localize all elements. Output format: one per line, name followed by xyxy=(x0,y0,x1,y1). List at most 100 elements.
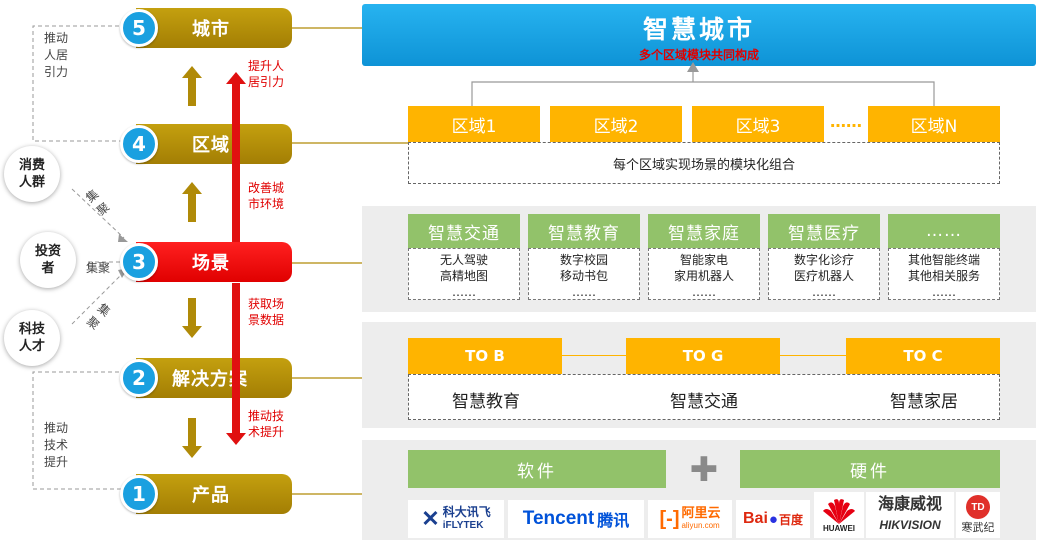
actor-investors: 投资 者 xyxy=(20,232,76,288)
huawei-petal-icon xyxy=(823,498,855,524)
level-scene-bar: 场景 xyxy=(136,242,292,282)
scene-education-item-3: …… xyxy=(572,285,596,299)
baidu-en: Bai xyxy=(743,510,768,527)
level-zone-label: 区域 xyxy=(192,135,230,156)
cambricon-mark-icon: TD xyxy=(966,495,990,519)
aliyun-logo: [-] 阿里云 aliyun.com xyxy=(648,500,732,538)
zone-ellipsis: …… xyxy=(830,112,862,131)
aliyun-mark-icon: [-] xyxy=(659,507,680,530)
cambricon-cn: 寒武纪 xyxy=(961,522,995,534)
tencent-logo: Tencent 腾讯 xyxy=(508,500,644,538)
iflytek-wordmark: 科大讯飞 iFLYTEK xyxy=(443,506,491,532)
plus-icon: ✚ xyxy=(689,450,719,490)
scene-traffic-item-1: 无人驾驶 xyxy=(439,253,488,267)
level-product: 产品 1 xyxy=(120,474,292,514)
level-scene-number: 3 xyxy=(120,243,158,281)
aliyun-cn: 阿里云 xyxy=(681,505,721,520)
zone-1: 区域1 xyxy=(408,106,540,142)
scene-home-items: 智能家电家用机器人 …… xyxy=(648,248,760,300)
arrow-up-2-shaft xyxy=(188,194,196,222)
tencent-en: Tencent xyxy=(522,508,595,529)
scene-education-items: 数字校园移动书包 …… xyxy=(528,248,640,300)
level-solution: 解决方案 2 xyxy=(120,358,292,398)
red-note-attraction: 提升人 居引力 xyxy=(248,59,285,89)
note-push-tech: 推动 技术 提升 xyxy=(44,421,69,469)
level-solution-bar: 解决方案 xyxy=(136,358,292,398)
scene-medical-items: 数字化诊疗医疗机器人 …… xyxy=(768,248,880,300)
scene-home-item-2: 家用机器人 xyxy=(673,269,734,283)
smart-city-banner: 智慧城市 多个区域模块共同构成 xyxy=(362,4,1036,66)
tencent-cn: 腾讯 xyxy=(597,513,630,530)
hikvision-cn: 海康威视 xyxy=(877,496,942,513)
aliyun-en: aliyun.com xyxy=(681,521,720,530)
arrow-up-1 xyxy=(182,66,202,78)
level-solution-number: 2 xyxy=(120,359,158,397)
arrow-down-1 xyxy=(182,326,202,338)
zone-2: 区域2 xyxy=(550,106,682,142)
level-city-number: 5 xyxy=(120,9,158,47)
actor-talent: 科技 人才 xyxy=(4,310,60,366)
red-arrow-down-shaft xyxy=(232,283,240,433)
arrow-up-1-shaft xyxy=(188,78,196,106)
arrow-down-2 xyxy=(182,446,202,458)
level-city: 城市 5 xyxy=(120,8,292,48)
zone-connector xyxy=(471,62,935,108)
huawei-wordmark: HUAWEI xyxy=(823,523,855,533)
smart-city-subtitle: 多个区域模块共同构成 xyxy=(638,48,759,62)
scene-other-title: …… xyxy=(888,214,1000,248)
solution-home: 智慧家居 xyxy=(890,392,958,412)
solution-traffic: 智慧交通 xyxy=(670,392,738,412)
level-city-label: 城市 xyxy=(192,19,230,40)
scene-medical-title: 智慧医疗 xyxy=(768,214,880,248)
level-zone-number: 4 xyxy=(120,125,158,163)
baidu-paw-icon: ● xyxy=(768,510,778,528)
level-city-bar: 城市 xyxy=(136,8,292,48)
arrow-down-2-shaft xyxy=(188,418,196,446)
hikvision-en: HIKVISION xyxy=(879,518,941,532)
zone-3: 区域3 xyxy=(692,106,824,142)
level-product-bar: 产品 xyxy=(136,474,292,514)
level-product-number: 1 xyxy=(120,475,158,513)
huawei-logo: HUAWEI xyxy=(814,492,864,538)
scene-medical-item-2: 医疗机器人 xyxy=(793,269,854,283)
level-product-label: 产品 xyxy=(192,485,230,506)
note-push-attraction: 推动 人居 引力 xyxy=(44,31,69,79)
level-scene-label: 场景 xyxy=(192,253,230,274)
zone-caption: 每个区域实现场景的模块化组合 xyxy=(408,142,1000,184)
scene-other-items: 其他智能终端其他相关服务…… xyxy=(888,248,1000,300)
iflytek-mark-icon: ✕ xyxy=(421,506,440,531)
level-solution-label: 解决方案 xyxy=(172,369,248,390)
software-box: 软件 xyxy=(408,450,666,488)
zone-n: 区域N xyxy=(868,106,1000,142)
scene-traffic-item-3: …… xyxy=(452,285,476,299)
scene-education-item-1: 数字校园 xyxy=(559,253,608,267)
scene-medical-item-1: 数字化诊疗 xyxy=(793,253,854,267)
scene-home-item-3: …… xyxy=(692,285,716,299)
baidu-logo: Bai ● 百度 xyxy=(736,500,810,538)
label-gather-2: 集聚 xyxy=(86,261,111,275)
level-zone-bar: 区域 xyxy=(136,124,292,164)
to-b-box: TO B xyxy=(408,338,562,374)
level-scene: 场景 3 xyxy=(120,242,292,282)
iflytek-cn: 科大讯飞 xyxy=(442,505,491,519)
red-arrow-up-shaft xyxy=(232,84,240,242)
to-g-box: TO G xyxy=(626,338,780,374)
level-zone: 区域 4 xyxy=(120,124,292,164)
scene-other-item-1: 其他智能终端 xyxy=(907,253,980,267)
solution-education: 智慧教育 xyxy=(452,392,520,412)
scene-traffic-item-2: 高精地图 xyxy=(439,269,488,283)
hikvision-logo: 海康威视 HIKVISION xyxy=(866,492,954,538)
iflytek-en: iFLYTEK xyxy=(442,520,484,531)
cambricon-logo: TD 寒武纪 xyxy=(956,492,1000,538)
solutions-list: 智慧教育 智慧交通 智慧家居 xyxy=(408,374,1000,420)
aliyun-wordmark: 阿里云 aliyun.com xyxy=(681,506,720,532)
arrow-down-1-shaft xyxy=(188,298,196,326)
red-note-data: 获取场 景数据 xyxy=(248,297,285,327)
to-c-box: TO C xyxy=(846,338,1000,374)
scene-other-item-2: 其他相关服务 xyxy=(907,269,980,283)
scene-medical-item-3: …… xyxy=(812,285,836,299)
scene-home-item-1: 智能家电 xyxy=(679,253,728,267)
scene-education-item-2: 移动书包 xyxy=(559,269,608,283)
scene-home-title: 智慧家庭 xyxy=(648,214,760,248)
scene-traffic-title: 智慧交通 xyxy=(408,214,520,248)
